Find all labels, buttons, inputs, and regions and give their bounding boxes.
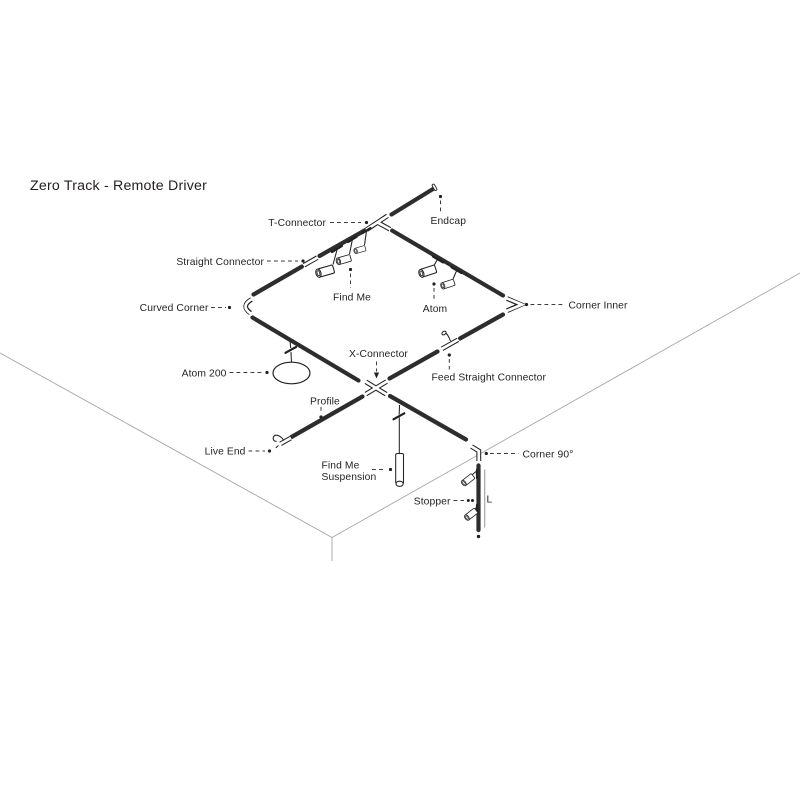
leader-atom: [432, 282, 436, 302]
label-t-connector: T-Connector: [268, 218, 326, 229]
label-endcap: Endcap: [431, 216, 467, 227]
track-lower-left: [250, 315, 361, 383]
track-sw-arm: [289, 394, 365, 440]
leader-t-connector: [330, 220, 369, 225]
track-lower-right-b: [387, 349, 440, 381]
x-connector-icon: [364, 379, 388, 397]
atom-spotlight-2: [439, 266, 463, 290]
leader-corner-90: [484, 451, 519, 456]
track-segments: [250, 186, 506, 533]
leader-straight-connector: [267, 259, 305, 263]
leader-x-connector: [373, 361, 380, 379]
label-corner-inner: Corner Inner: [569, 301, 628, 312]
leader-curved-corner: [211, 305, 232, 310]
leader-find-me-suspension: [372, 467, 393, 472]
page-title: Zero Track - Remote Driver: [30, 178, 207, 194]
leader-profile: [319, 407, 323, 419]
find-me-spotlight-2: [335, 235, 358, 266]
leader-find-me: [348, 267, 353, 288]
track-endcap-arm: [389, 186, 436, 217]
stopper-spotlight-1: [460, 468, 479, 488]
label-stopper: Stopper: [414, 497, 451, 508]
track-lower-right-a: [457, 312, 506, 341]
label-straight-connector: Straight Connector: [176, 257, 264, 268]
track-upper-left-b: [251, 264, 305, 297]
label-find-me: Find Me: [333, 293, 371, 304]
labels: Zero Track - Remote Driver T-Connector E…: [30, 178, 628, 508]
label-find-me-suspension-1: Find Me: [322, 461, 360, 472]
connector-icons: [243, 183, 528, 462]
length-dimension: [476, 469, 486, 539]
atom-spotlight-1: [417, 255, 445, 279]
label-curved-corner: Curved Corner: [140, 303, 209, 314]
corner-90-icon: [470, 444, 482, 462]
corner-inner-icon: [505, 296, 528, 313]
find-me-spotlight-1: [314, 244, 344, 279]
live-end-icon: [272, 434, 292, 449]
straight-connector-icon: [302, 255, 319, 268]
track-upper-left-a: [317, 227, 368, 259]
room-corner-lines: [0, 272, 800, 561]
track-se-arm: [387, 393, 469, 442]
find-me-spotlight-3: [352, 227, 372, 255]
atom-200-pendant: [272, 340, 311, 385]
fixture-icons: [272, 227, 479, 522]
label-atom: Atom: [423, 304, 447, 315]
feed-straight-connector-icon: [440, 330, 460, 351]
label-atom-200: Atom 200: [182, 369, 227, 380]
label-profile: Profile: [310, 397, 340, 408]
leader-endcap: [438, 194, 443, 212]
curved-corner-icon: [243, 297, 253, 315]
endcap-icon: [431, 183, 438, 191]
label-live-end: Live End: [205, 447, 246, 458]
find-me-suspension-pendant: [392, 404, 406, 487]
track-upper-right: [389, 228, 506, 298]
label-find-me-suspension-2: Suspension: [322, 472, 377, 483]
leader-live-end: [248, 449, 272, 453]
label-length-marker: L: [487, 495, 493, 506]
stopper-spotlight-2: [463, 503, 479, 522]
leader-lines: [211, 194, 565, 502]
leader-stopper: [453, 499, 474, 502]
leader-corner-inner: [524, 302, 565, 307]
leader-feed-straight-connector: [447, 353, 451, 370]
leader-atom-200: [229, 370, 269, 375]
label-x-connector: X-Connector: [349, 349, 408, 360]
label-feed-straight-connector: Feed Straight Connector: [432, 373, 547, 384]
label-corner-90: Corner 90°: [523, 450, 574, 461]
